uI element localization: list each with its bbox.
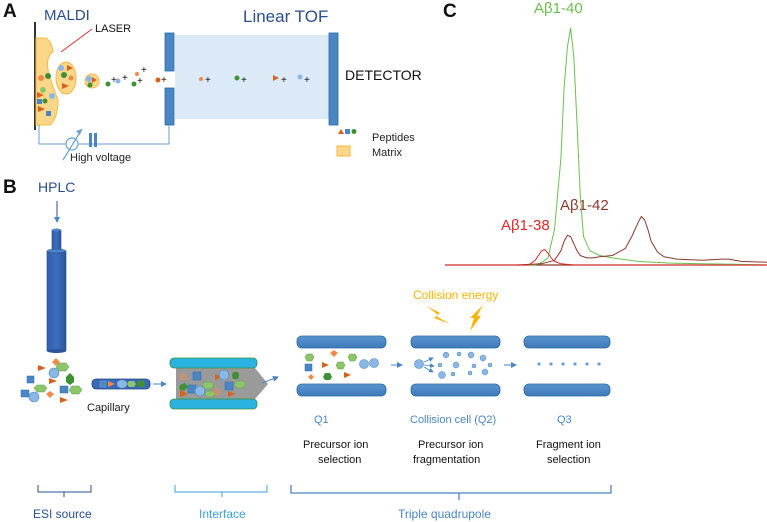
- series-line-a-1-38: [445, 249, 767, 266]
- stage-q3-desc-1: Fragment ion: [536, 439, 601, 451]
- capillary-label: Capillary: [87, 402, 130, 414]
- panel-c-letter: C: [443, 1, 457, 22]
- matrix-spot: [35, 37, 59, 126]
- extraction-grid-bottom: [164, 87, 175, 126]
- light-ions-label: Light ions: [272, 107, 320, 119]
- stage-q1-desc-1: Precursor ion: [303, 439, 369, 451]
- svg-text:+: +: [141, 65, 147, 76]
- collision-cell-q2: [410, 305, 501, 397]
- stage-q2-name: Collision cell (Q2): [410, 414, 497, 426]
- svg-text:+: +: [161, 75, 167, 86]
- voltmeter-icon: [65, 137, 79, 151]
- svg-text:+: +: [304, 75, 310, 86]
- stage-q3-desc-2: selection: [547, 454, 591, 466]
- heavy-ions-label: Heavy ions: [192, 107, 247, 119]
- stage-q3-name: Q3: [557, 414, 572, 426]
- detector-plate: [328, 32, 339, 126]
- legend-matrix-label: Matrix: [372, 147, 402, 159]
- laser-label: LASER: [95, 23, 132, 35]
- label-ab1-40: Aβ1-40: [534, 0, 583, 17]
- group-interface-label: Interface: [199, 507, 246, 521]
- svg-text:+: +: [281, 75, 287, 86]
- esi-source-bracket: [37, 485, 92, 497]
- matrix-plume-large: [55, 61, 77, 95]
- label-ab1-38: Aβ1-38: [501, 217, 550, 234]
- collision-energy-label: Collision energy: [413, 288, 499, 302]
- stage-q1-name: Q1: [314, 414, 329, 426]
- series-line-a-1-42: [445, 215, 767, 266]
- esi-spray-analytes: [20, 358, 83, 403]
- q1-quadrupole: [296, 335, 387, 397]
- q3-quadrupole: [523, 335, 611, 397]
- interface-unit: [169, 357, 268, 410]
- interface-to-q1-arrow: [261, 375, 279, 384]
- peptides-icon: [338, 129, 357, 134]
- label-ab1-42: Aβ1-42: [560, 197, 609, 214]
- circuit-wire: [38, 125, 170, 145]
- svg-text:+: +: [122, 73, 128, 84]
- svg-text:+: +: [205, 75, 211, 86]
- group-esi-source-label: ESI source: [33, 507, 92, 521]
- extraction-grid-top: [164, 32, 175, 72]
- lightning-bolt-icon: [470, 305, 483, 331]
- panel-b-letter: B: [3, 177, 17, 198]
- lightning-bolt-icon: [427, 306, 450, 324]
- legend-peptides-label: Peptides: [372, 132, 415, 144]
- capillary: [91, 378, 151, 390]
- hplc-column: [46, 228, 67, 353]
- svg-text:+: +: [137, 76, 143, 87]
- maldi-label: MALDI: [44, 7, 90, 24]
- high-voltage-label: High voltage: [70, 152, 132, 164]
- stage-q2-desc-2: fragmentation: [413, 454, 481, 466]
- stage-q1-desc-2: selection: [318, 454, 362, 466]
- svg-text:+: +: [111, 75, 117, 86]
- detector-label: DETECTOR: [345, 67, 422, 83]
- matrix-plume-small: [84, 73, 100, 89]
- svg-text:+: +: [241, 75, 247, 86]
- panel-a-letter: A: [3, 1, 17, 22]
- laser-beam: [60, 28, 93, 53]
- group-triple-quadrupole-label: Triple quadrupole: [398, 507, 491, 521]
- series-line-a-1-40: [445, 27, 767, 266]
- linear-tof-label: Linear TOF: [243, 7, 329, 26]
- interface-bracket: [174, 485, 268, 497]
- capacitor-icon: [89, 133, 92, 147]
- stage-q2-desc-1: Precursor ion: [418, 439, 484, 451]
- triple-quadrupole-bracket: [290, 485, 612, 500]
- matrix-icon: [336, 145, 351, 157]
- hplc-label: HPLC: [38, 179, 76, 195]
